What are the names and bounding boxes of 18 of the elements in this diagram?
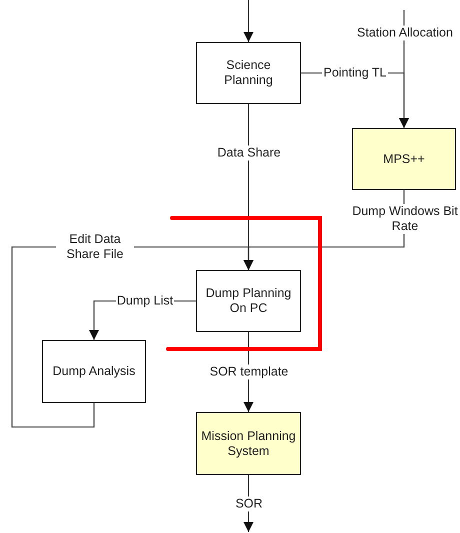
arrow	[244, 0, 254, 42]
edge-label: Dump List	[116, 294, 174, 308]
process-box	[42, 340, 146, 403]
edge-label: Data Share	[216, 146, 282, 160]
edge-label: Station Allocation	[356, 26, 454, 40]
edge-label: SOR	[234, 496, 264, 512]
box-label: MPS++	[383, 152, 425, 166]
process-box	[196, 42, 301, 104]
box-label: Dump Analysis	[52, 364, 136, 379]
box-label: Dump Planning On PC	[204, 286, 292, 316]
process-box	[196, 270, 301, 332]
edge-label: Dump Windows Bit Rate	[350, 204, 460, 234]
process-box	[196, 412, 301, 475]
edge-label: Pointing TL	[322, 66, 388, 80]
box-label: Mission Planning System	[201, 428, 296, 458]
edge-label: SOR template	[208, 364, 290, 380]
process-box	[352, 128, 456, 190]
box-label: Science Planning	[223, 58, 274, 88]
